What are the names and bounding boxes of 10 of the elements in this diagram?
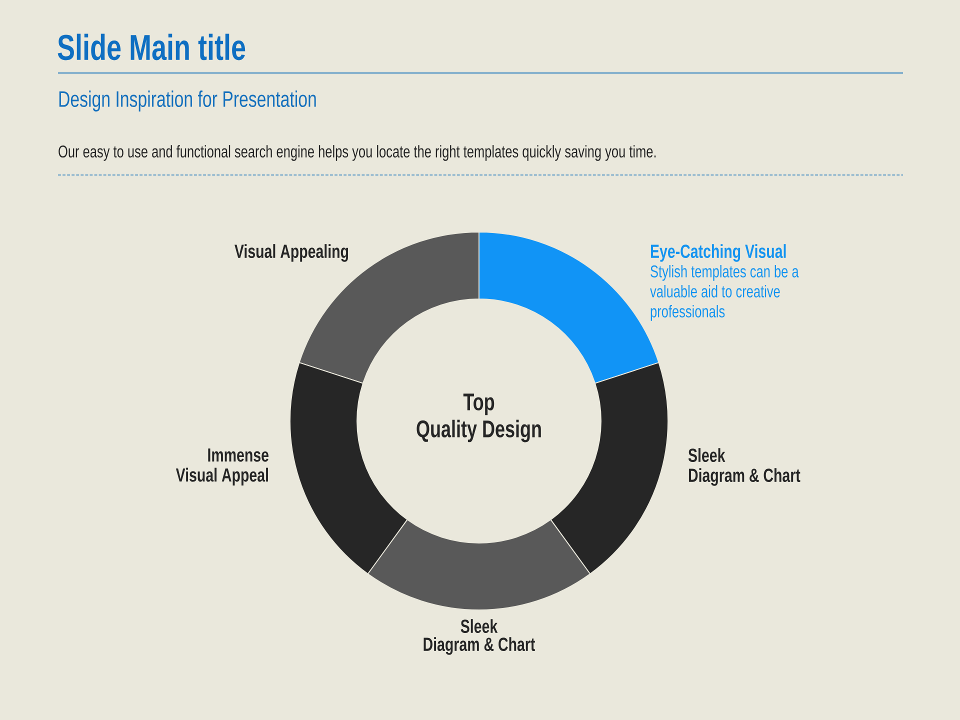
intro-text: Our easy to use and functional search engine helps you locate the right templates quickly saving you time. (58, 145, 656, 161)
segment-label: Visual Appealing (234, 244, 348, 262)
segment-label: Sleek Diagram & Chart (688, 448, 800, 486)
center-label: Top Quality Design (416, 394, 541, 442)
slide-title: Slide Main title (58, 34, 246, 60)
segment-label: Sleek Diagram & Chart (424, 619, 536, 655)
segment-description: Stylish templates can be a valuable aid to creative professionals (650, 265, 799, 321)
subtitle: Design Inspiration for Presentation (59, 90, 316, 112)
segment-label: Immense Visual Appeal (176, 448, 268, 486)
segment-heading: Eye-Catching Visual (650, 244, 786, 262)
